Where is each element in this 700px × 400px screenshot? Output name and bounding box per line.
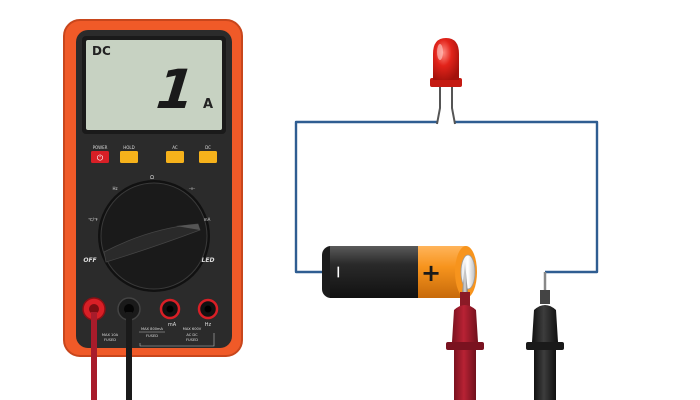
ac-button-label: AC [172,145,178,150]
dc-button[interactable] [199,151,217,163]
jack-bracket [139,333,215,347]
dial-pointer-tip [176,224,200,230]
red-probe[interactable] [446,262,484,400]
led-rim [430,78,462,87]
led-highlight [437,44,443,60]
red-probe-neck [460,292,470,306]
battery-negative-symbol: — [332,266,346,278]
jack-v-hz-note-2: AC DC [186,333,198,337]
lcd-unit: A [203,97,213,112]
jack-ma-note-2: FUSED [146,334,158,338]
lcd-screen [86,40,222,130]
jack-10a-hole [89,304,99,314]
led-dome [433,38,459,80]
black-meter-lead [126,312,132,400]
dial-symbol-temperature: ℃/℉ [88,217,98,222]
power-button-label: POWER [93,145,108,150]
black-probe-grip [534,350,556,400]
dc-button-label: DC [205,145,211,150]
dial-symbol-ohm: Ω [150,175,154,181]
multimeter-shell-shade [63,19,243,357]
red-probe-handle [452,305,478,342]
button-row: POWER ⏻ HOLD AC DC [91,145,217,163]
red-probe-guard [446,342,484,350]
dial-led-label: LED [202,257,215,264]
black-probe[interactable] [526,272,564,400]
power-icon: ⏻ [97,154,104,163]
red-probe-grip [454,350,476,400]
hold-button-label: HOLD [123,145,134,150]
rotary-dial[interactable] [98,180,210,292]
led [430,38,462,125]
power-button[interactable] [91,151,109,163]
dial-symbol-hz: Hz [112,186,117,191]
wire-right [455,120,599,274]
ac-button[interactable] [166,151,184,163]
led-leg-left [436,86,441,125]
multimeter: DC 1 A POWER ⏻ HOLD AC DC Ω Hz ⊣⊢ ℃/℉ mA… [63,19,243,400]
jack-ma-symbol: mA [168,322,177,328]
black-probe-handle [532,305,558,342]
input-jacks [82,297,219,321]
jack-10a-note-2: FUSED [104,338,116,342]
red-meter-lead [91,312,97,400]
jack-v-hz-note-1: MAX 600V [183,327,202,331]
lcd-mode-label: DC [92,44,111,58]
jack-v-hz-symbol: Hz [205,322,212,328]
dial-symbol-capacitor: ⊣⊢ [189,186,196,191]
wire-left [294,120,437,274]
jack-v-hz-hole [204,305,212,313]
battery-positive-symbol: + [421,259,441,287]
battery-black-body [330,246,420,298]
led-leg-right [451,86,456,125]
dial-symbol-milliamp: mA [204,217,211,222]
lcd-reading: 1 [154,58,198,121]
circuit-wires [294,120,599,274]
jack-ma-note-1: MAX 800mA [141,327,164,331]
jack-ma-hole [166,305,174,313]
jack-10a-note-1: MAX 10A [102,333,119,337]
black-probe-guard [526,342,564,350]
jack-v-hz-note-3: FUSED [186,338,198,342]
hold-button[interactable] [120,151,138,163]
dial-off-label: OFF [83,257,97,264]
battery: — + [322,246,477,298]
black-probe-neck [540,290,550,304]
red-probe-tip [462,262,468,294]
jack-com-hole [124,304,134,314]
